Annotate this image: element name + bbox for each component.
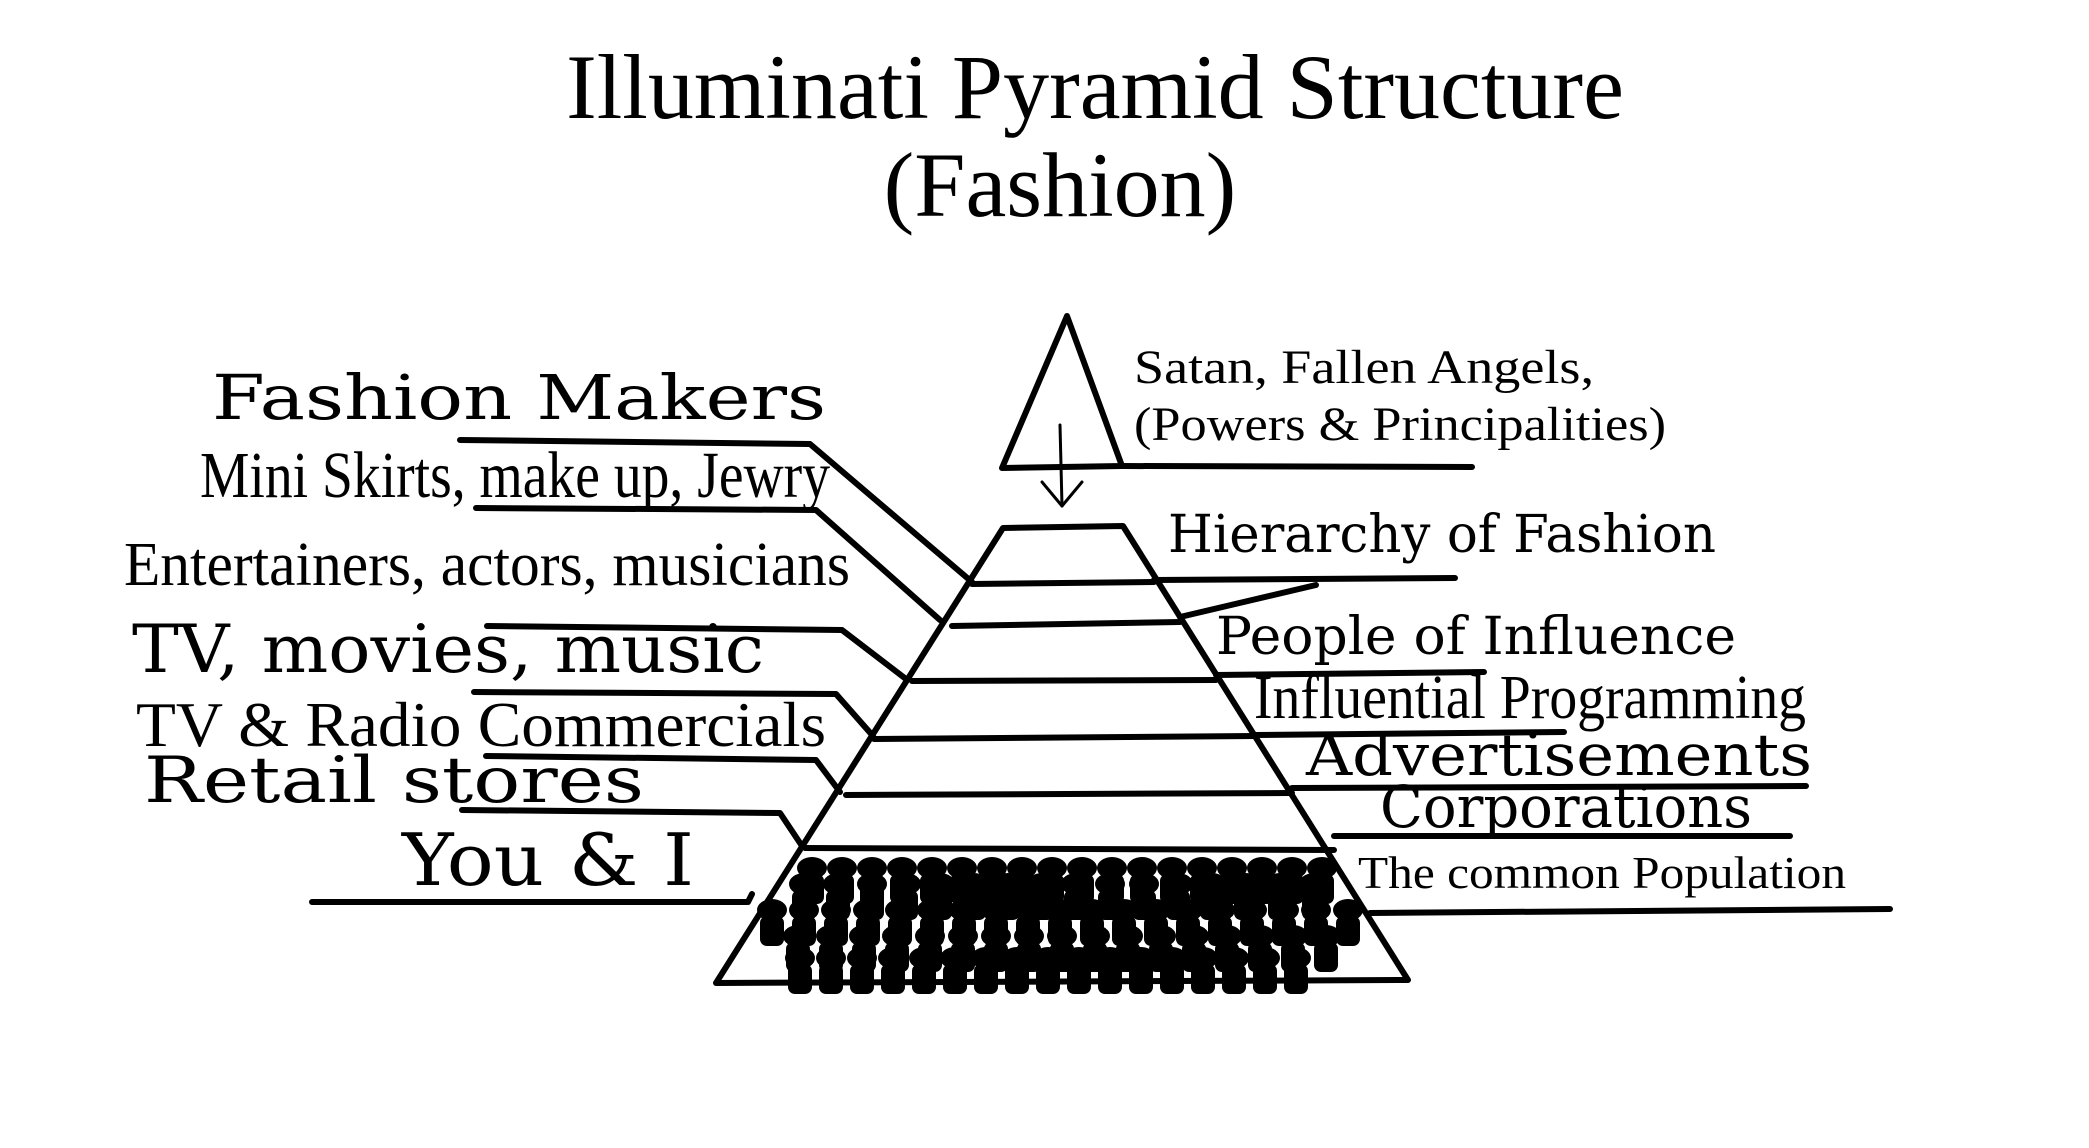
- capstone-triangle: [999, 313, 1125, 471]
- leader-tv-movies: [484, 623, 909, 682]
- label-mini-skirts: Mini Skirts, make up, Jewry: [200, 439, 830, 512]
- leader-retail: [483, 753, 843, 795]
- down-arrow-icon: [1040, 423, 1084, 508]
- person-figure: [1311, 925, 1341, 972]
- label-you-and-i: You & I: [401, 818, 694, 902]
- label-advertisements: Advertisements: [1305, 721, 1812, 789]
- leader-you-and-i-arrow: [309, 891, 755, 905]
- leader-people-influence: [1213, 669, 1487, 678]
- person-figure: [1157, 947, 1187, 994]
- title-line2: (Fashion): [884, 134, 1237, 236]
- person-figure: [757, 899, 787, 946]
- label-entertainers: Entertainers, actors, musicians: [124, 531, 850, 599]
- tier-line-5: [843, 790, 1295, 798]
- pyramid-tier-lines: [802, 579, 1337, 853]
- label-fashion-makers: Fashion Makers: [212, 361, 826, 434]
- tier-line-1: [969, 579, 1157, 587]
- left-leader-lines: [309, 437, 975, 905]
- person-figure: [1033, 947, 1063, 994]
- person-figure: [1126, 947, 1156, 994]
- tier-line-2: [949, 619, 1183, 629]
- pyramid-outline: [713, 523, 1411, 986]
- label-retail-stores: Retail stores: [144, 744, 644, 818]
- label-influential-programming: Influential Programming: [1254, 664, 1806, 732]
- leader-satan: [1119, 463, 1475, 470]
- right-leader-lines: [1119, 463, 1893, 916]
- person-figure: [1281, 947, 1311, 994]
- label-common-population: The common Population: [1358, 847, 1846, 898]
- person-figure: [1250, 947, 1280, 994]
- leader-fashion-makers: [457, 437, 975, 585]
- person-figure: [816, 947, 846, 994]
- person-figure: [1095, 947, 1125, 994]
- leader-you-and-i: [459, 807, 805, 849]
- person-figure: [971, 947, 1001, 994]
- label-corporations: Corporations: [1380, 773, 1752, 841]
- leader-mini-skirts: [473, 505, 943, 623]
- label-satan-line2: (Powers & Principalities): [1134, 398, 1666, 451]
- tier-line-6: [802, 845, 1337, 853]
- leader-hierarchy: [1151, 575, 1458, 583]
- tier-line-3: [909, 677, 1219, 684]
- label-tv-radio-commercials: TV & Radio Commercials: [136, 689, 826, 760]
- tier-line-4: [871, 733, 1259, 742]
- label-people-influence: People of Influence: [1216, 607, 1736, 667]
- crowd-figures: [757, 857, 1363, 994]
- leader-tv-radio: [471, 689, 876, 739]
- leader-influential-programming: [1253, 729, 1567, 738]
- person-figure: [1219, 947, 1249, 994]
- person-figure: [1064, 947, 1094, 994]
- person-figure: [940, 947, 970, 994]
- label-satan-line1: Satan, Fallen Angels,: [1134, 341, 1594, 394]
- person-figure: [909, 947, 939, 994]
- title-line1: Illuminati Pyramid Structure: [566, 36, 1624, 138]
- person-figure: [1333, 899, 1363, 946]
- person-figure: [1188, 947, 1218, 994]
- person-figure: [878, 947, 908, 994]
- person-figure: [785, 947, 815, 994]
- leader-common-population: [1367, 906, 1893, 916]
- label-tv-movies-music: TV, movies, music: [132, 611, 764, 688]
- person-figure: [847, 947, 877, 994]
- label-hierarchy: Hierarchy of Fashion: [1168, 505, 1716, 565]
- leader-advertisements: [1289, 783, 1809, 791]
- person-figure: [1002, 947, 1032, 994]
- leader-hierarchy-diagonal: [1177, 582, 1319, 620]
